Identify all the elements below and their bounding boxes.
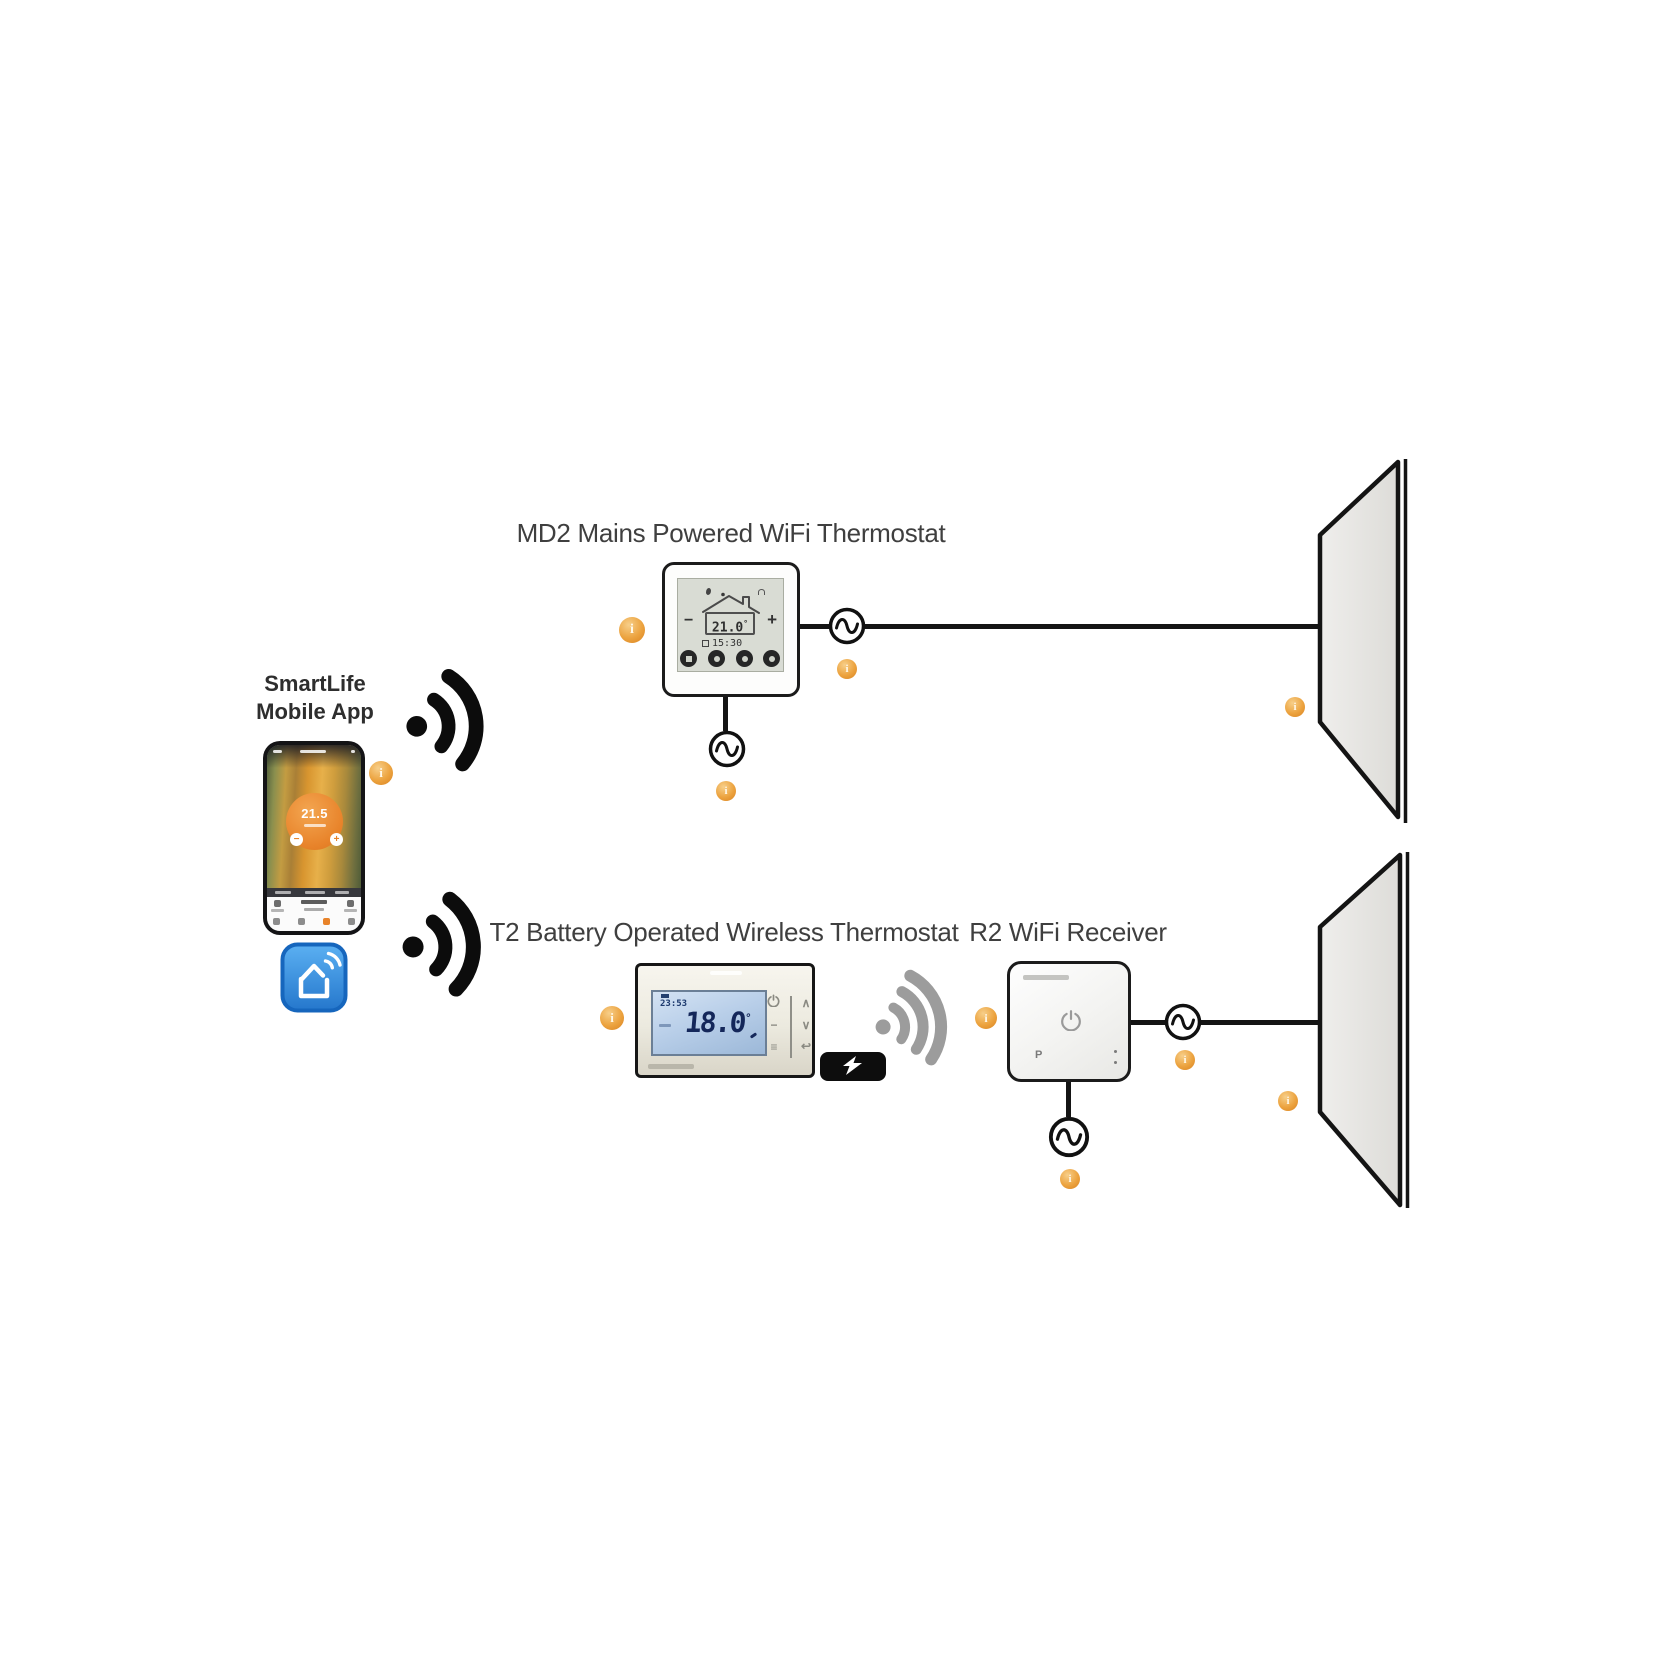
t2-thermostat: 23:53 18.0° − ≡ ∧ ∨ ↩ (635, 963, 815, 1078)
dial-temperature: 21.5 (301, 806, 328, 821)
ac-power-icon (1164, 1003, 1202, 1041)
info-icon: i (619, 617, 645, 643)
t2-back-button: ↩ (800, 1039, 812, 1053)
app-title-bar (300, 750, 326, 753)
dial-plus-button: + (330, 833, 343, 846)
lightning-bolt-icon (843, 1056, 862, 1075)
ac-power-icon (1048, 1116, 1090, 1158)
r2-program-label: P (1035, 1049, 1043, 1061)
t2-up-button: ∧ (801, 996, 811, 1010)
md2-ok-button (763, 650, 780, 667)
smartlife-app-label: SmartLife Mobile App (215, 670, 415, 725)
md2-time-display: 15:30 (702, 638, 742, 649)
md2-temperature-display: 21.0° (705, 612, 755, 635)
t2-label: T2 Battery Operated Wireless Thermostat (489, 917, 959, 947)
phone-screen: 21.5 − + (267, 745, 361, 931)
status-bar-right (351, 750, 355, 753)
app-bottom-panel (267, 897, 361, 931)
r2-led-dot-1 (1114, 1050, 1117, 1053)
t2-power-button (767, 994, 780, 1007)
md2-to-ac-wire (800, 624, 829, 629)
info-icon: i (1278, 1091, 1298, 1111)
info-icon: i (1285, 697, 1305, 717)
info-icon: i (975, 1007, 997, 1029)
t2-temperature-display: 18.0° (683, 1006, 753, 1039)
app-mode-strip (267, 888, 361, 897)
info-icon: i (600, 1006, 624, 1030)
md2-clock-button (736, 650, 753, 667)
heating-panel-1 (1317, 459, 1408, 823)
r2-label: R2 WiFi Receiver (969, 917, 1167, 947)
ac-power-icon (708, 730, 746, 768)
md2-label: MD2 Mains Powered WiFi Thermostat (516, 518, 946, 548)
nav-icon-2 (298, 918, 305, 925)
t2-button-divider (790, 996, 792, 1058)
md2-leaf-icon (706, 588, 711, 595)
app-control-left (271, 900, 284, 912)
smartlife-app-label-line1: SmartLife (264, 671, 366, 696)
smartlife-app-label-line2: Mobile App (256, 698, 374, 724)
t2-mode-indicator (749, 1032, 758, 1039)
r2-brand-logo (1023, 975, 1069, 980)
wifi-signal-icon-bottom (402, 891, 481, 997)
md2-minus-button: − (684, 612, 694, 629)
nav-icon-1 (273, 918, 280, 925)
app-control-right (344, 900, 357, 912)
ac-to-panel1-wire (865, 624, 1321, 629)
ac-to-panel2-wire (1201, 1020, 1322, 1025)
calendar-icon (702, 640, 709, 647)
md2-bottom-wire (723, 695, 728, 731)
power-icon (1061, 1010, 1081, 1031)
t2-time-display: 23:53 (660, 999, 688, 1009)
t2-down-button: ∨ (801, 1018, 811, 1032)
smartlife-app-icon (280, 942, 348, 1013)
t2-menu-button: ≡ (770, 1040, 778, 1054)
r2-to-ac-wire (1130, 1020, 1165, 1025)
t2-minus-button: − (770, 1018, 778, 1032)
info-icon: i (1175, 1050, 1195, 1070)
md2-thermostat: − + 21.0° 15:30 (662, 562, 800, 697)
dial-minus-button: − (290, 833, 303, 846)
wifi-signal-icon-top (406, 668, 484, 772)
app-nav-bar (273, 918, 355, 925)
r2-wifi-receiver: P (1007, 961, 1131, 1082)
md2-screen: − + 21.0° 15:30 (677, 578, 784, 672)
md2-plus-button: + (767, 610, 777, 629)
t2-lcd-screen: 23:53 18.0° (651, 990, 767, 1056)
nav-icon-active (323, 918, 330, 925)
r2-bottom-wire (1066, 1080, 1071, 1117)
smartphone: 21.5 − + (263, 741, 365, 935)
md2-house-icon (702, 592, 760, 614)
r2-led-dot-2 (1114, 1061, 1117, 1064)
info-icon: i (716, 781, 736, 801)
md2-power-button (680, 650, 697, 667)
nav-icon-4 (348, 918, 355, 925)
heating-panel-2 (1317, 852, 1410, 1208)
rf-transmit-icon (820, 1052, 886, 1081)
t2-brand-logo (648, 1064, 694, 1069)
app-room-readout (301, 900, 327, 911)
info-icon: i (369, 761, 393, 785)
rf-signal-icon (875, 969, 948, 1066)
ac-power-icon (828, 607, 866, 645)
t2-slot (710, 971, 742, 975)
info-icon: i (837, 659, 857, 679)
info-icon: i (1060, 1169, 1080, 1189)
status-bar-left (273, 750, 282, 753)
t2-day-indicator (659, 1024, 671, 1027)
battery-icon (661, 994, 669, 998)
md2-mode-button (708, 650, 725, 667)
dial-subtext (303, 824, 326, 827)
md2-signal-icon (758, 589, 765, 595)
